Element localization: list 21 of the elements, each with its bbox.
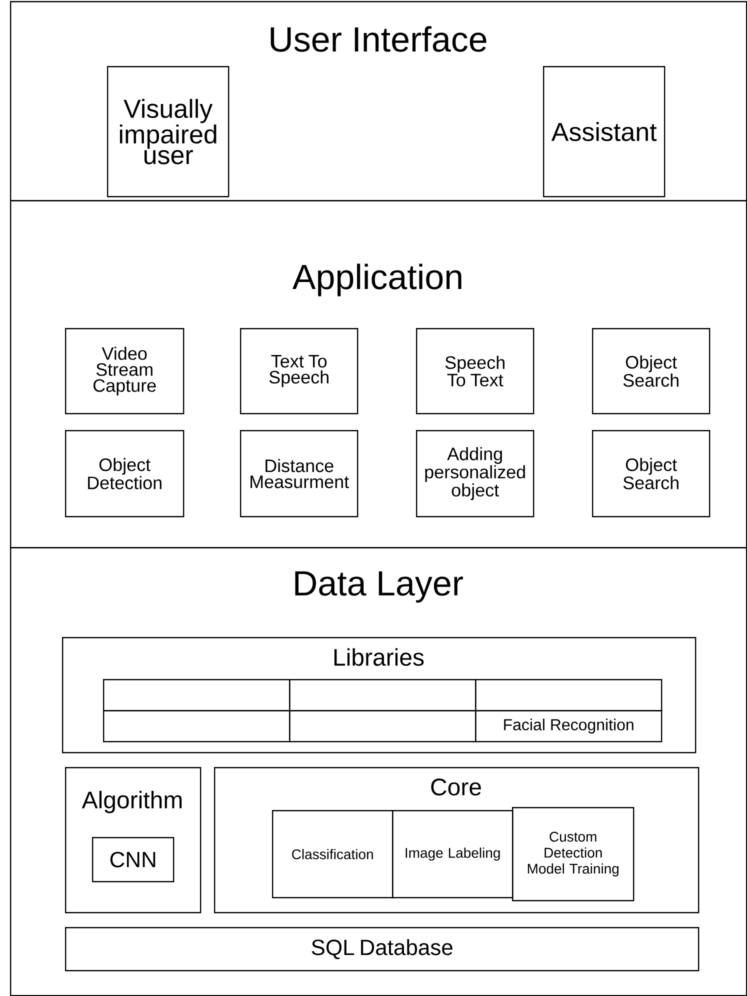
table-cell xyxy=(475,679,662,712)
table-cell xyxy=(103,710,290,742)
component-box: Object Search xyxy=(592,328,710,414)
component-box: Image Labeling xyxy=(392,810,514,898)
component-box: SQL Database xyxy=(65,927,700,972)
component-box: Distance Measurment xyxy=(240,430,358,518)
component-box: Text To Speech xyxy=(240,328,358,414)
table-cell xyxy=(289,679,476,712)
component-box: Object Detection xyxy=(65,430,184,518)
component-box: Object Search xyxy=(592,430,710,518)
component-box: Visually impaired user xyxy=(107,66,230,198)
component-box: Adding personalized object xyxy=(416,430,534,518)
table-cell xyxy=(103,679,290,712)
component-box: Video Stream Capture xyxy=(65,328,184,414)
table-cell xyxy=(289,710,476,742)
component-box: Custom Detection Model Training xyxy=(512,807,634,902)
component-box: Classification xyxy=(272,810,394,898)
component-box: Speech To Text xyxy=(416,328,534,414)
table-cell: Facial Recognition xyxy=(475,710,662,742)
component-box: Assistant xyxy=(543,66,666,198)
component-box: CNN xyxy=(92,837,174,882)
